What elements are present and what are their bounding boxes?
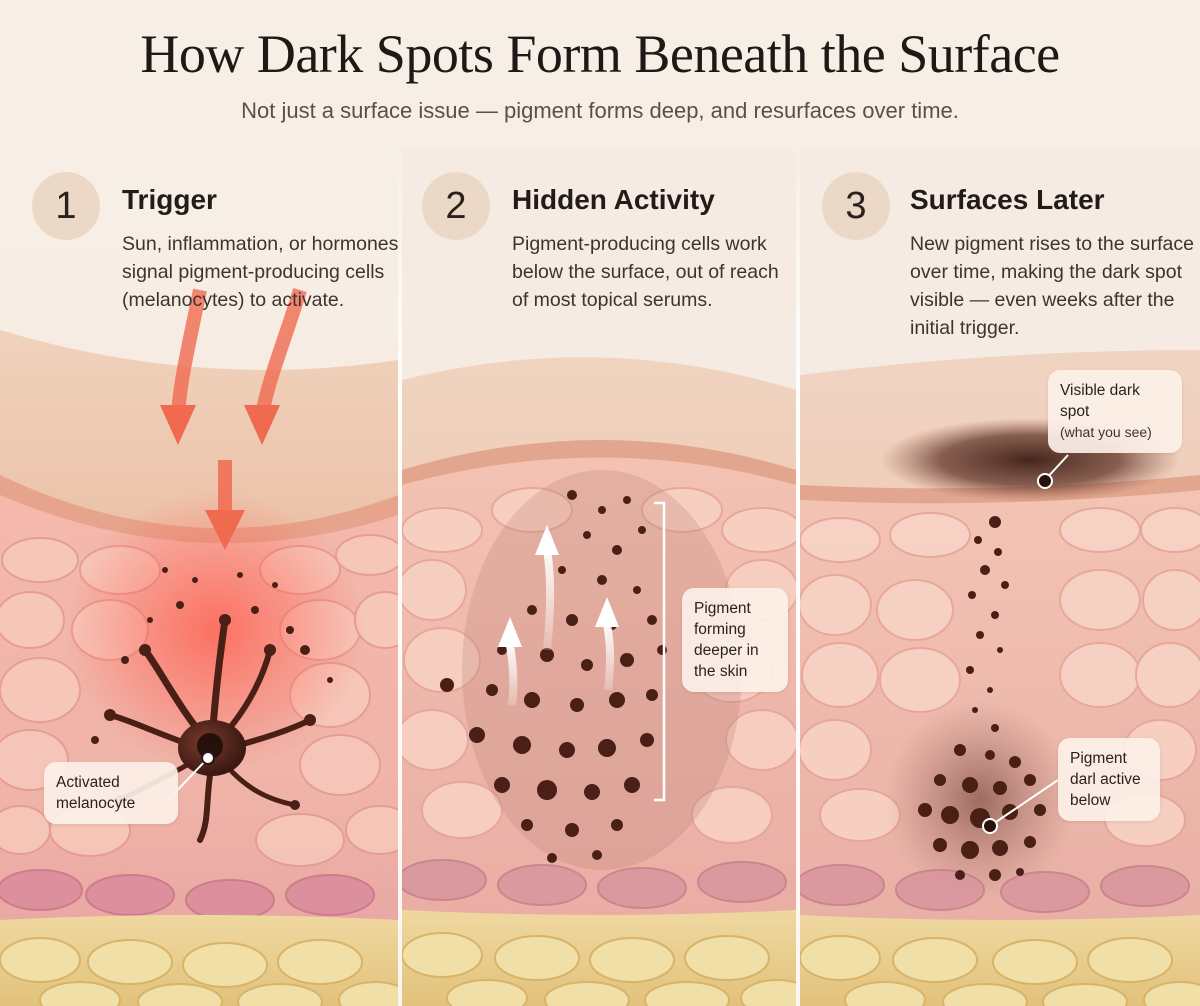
step-description: New pigment rises to the surface over ti…	[910, 233, 1194, 339]
step-panel-trigger: 1 Trigger Sun, inflammation, or hormones…	[0, 150, 398, 1006]
depth-bracket	[654, 501, 666, 802]
melanocyte-cell	[104, 614, 316, 843]
step-number: 2	[422, 172, 490, 240]
callout-visible-dark-spot: Visible dark spot (what you see)	[1048, 370, 1182, 453]
panel-divider	[796, 150, 800, 1006]
step-panel-surfaces-later: 3 Surfaces Later New pigment rises to th…	[800, 150, 1200, 1006]
callout-sublabel: (what you see)	[1060, 424, 1152, 440]
panel-divider	[398, 150, 402, 1006]
callout-pigment-forming: Pigment forming deeper in the skin	[682, 588, 788, 692]
rising-arrows	[498, 525, 619, 706]
step-number: 3	[822, 172, 890, 240]
pigment-granules	[440, 490, 667, 863]
callout-label: Visible dark spot	[1060, 382, 1140, 420]
callout-activated-melanocyte: Activated melanocyte	[44, 762, 178, 824]
pigment-column	[918, 516, 1046, 881]
step-description: Sun, inflammation, or hormones signal pi…	[122, 233, 398, 311]
skin-cross-section-trigger	[0, 150, 398, 1006]
step-number: 1	[32, 172, 100, 240]
uv-arrows	[160, 287, 307, 550]
step-title: Hidden Activity	[512, 184, 715, 215]
callout-pigment-active-below: Pigment darl active below	[1058, 738, 1160, 821]
page-subtitle: Not just a surface issue — pigment forms…	[241, 98, 959, 123]
step-title: Surfaces Later	[910, 184, 1105, 215]
page-title: How Dark Spots Form Beneath the Surface	[140, 24, 1060, 84]
skin-cross-section-hidden	[402, 150, 796, 1006]
step-description: Pigment-producing cells work below the s…	[512, 233, 779, 311]
step-title: Trigger	[122, 184, 217, 215]
skin-cross-section-surfaces	[800, 150, 1200, 1006]
step-panel-hidden-activity: 2 Hidden Activity Pigment-producing cell…	[402, 150, 796, 1006]
